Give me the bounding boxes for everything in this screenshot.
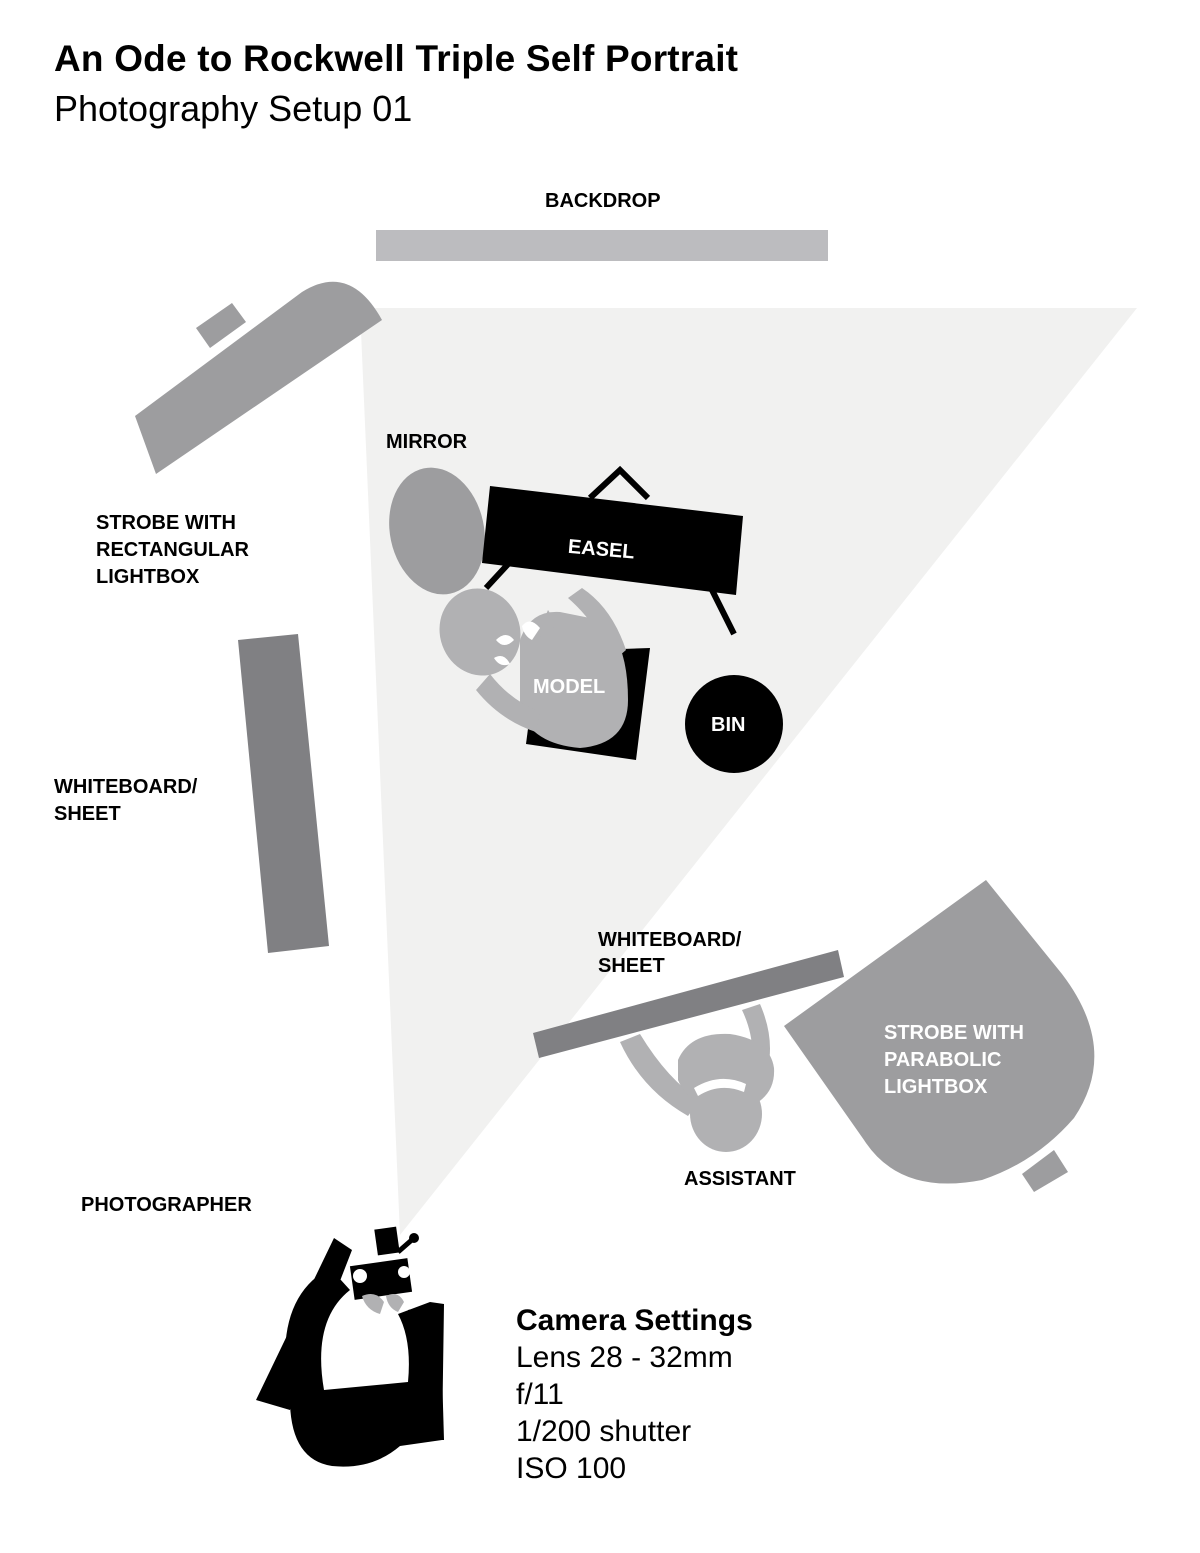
model-label: MODEL [533,676,605,698]
photographer-right-arm [408,1304,444,1440]
whiteboard-right-label: WHITEBOARD/ SHEET [598,929,747,977]
model-figure [439,588,628,748]
camera-settings-iso: ISO 100 [516,1452,627,1485]
whiteboard-left [238,634,329,953]
camera-settings-lens: Lens 28 - 32mm [516,1341,733,1374]
mirror-label: MIRROR [386,431,468,453]
photographer-left-arm [256,1238,352,1410]
strobe-rectangular-label: STROBE WITH RECTANGULAR LIGHTBOX [96,512,255,588]
strobe-parabolic-label: STROBE WITH PARABOLIC LIGHTBOX [884,1022,1030,1098]
bin-label: BIN [711,714,745,736]
camera-settings-title: Camera Settings [516,1304,753,1337]
page-title: An Ode to Rockwell Triple Self Portrait [54,38,739,79]
page-subtitle: Photography Setup 01 [54,88,413,129]
photographer-hands [362,1294,404,1314]
assistant-hair-detail [694,1078,746,1096]
photographer-shirt-detail [346,1328,372,1364]
backdrop [376,230,828,261]
mirror [389,467,485,595]
easel [482,465,743,636]
bin [685,675,783,773]
photographer [256,1226,444,1467]
whiteboard-left-label: WHITEBOARD/ SHEET [54,776,203,825]
strobe-rectangular-lightbox [135,281,382,474]
camera-settings-aperture: f/11 [516,1378,564,1411]
camera-settings-shutter: 1/200 shutter [516,1415,692,1448]
camera-settings: Camera Settings Lens 28 - 32mm f/11 1/20… [516,1302,753,1487]
photographer-label: PHOTOGRAPHER [81,1194,252,1216]
assistant-label: ASSISTANT [684,1168,796,1190]
camera-icon [349,1226,419,1300]
strobe-parabolic-lightbox [784,880,1095,1192]
model [439,588,650,760]
backdrop-label: BACKDROP [545,190,661,212]
whiteboard-right [533,950,844,1058]
